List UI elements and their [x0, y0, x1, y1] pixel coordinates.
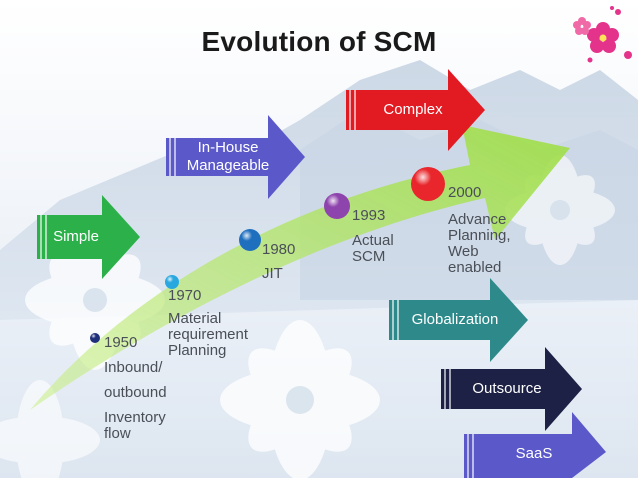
milestone-year: 1980	[262, 241, 296, 258]
pink-flower-icon	[573, 6, 632, 63]
simple-arrow	[37, 195, 140, 279]
milestone-line: Planning,	[448, 227, 511, 244]
complex-label: Complex	[383, 101, 443, 118]
milestone-year: 2000	[448, 184, 482, 201]
outsource-arrow	[441, 347, 582, 431]
outsource-label: Outsource	[472, 380, 542, 397]
milestone-description: Inbound/ outbound Inventory flow	[104, 360, 167, 442]
milestone-dot-1993	[324, 193, 350, 219]
milestone-line: Inbound/	[104, 359, 163, 376]
milestone-line: Advance	[448, 211, 507, 228]
saas-arrow	[464, 412, 606, 478]
milestone-dot-2000	[411, 167, 445, 201]
milestone-year: 1993	[352, 207, 386, 224]
milestone-line: flow	[104, 425, 131, 442]
milestone-line: requirement	[168, 326, 249, 343]
milestone-description: Actual SCM	[352, 233, 394, 265]
simple-label: Simple	[53, 228, 99, 245]
milestone-line: outbound	[104, 384, 167, 401]
in-house-label-line-2: Manageable	[186, 157, 270, 174]
milestone-line: Web	[448, 243, 479, 260]
milestone-dot-1950	[90, 333, 100, 343]
globalization-label: Globalization	[411, 311, 499, 328]
milestone-dot-1980	[239, 229, 261, 251]
in-house-label-line-1: In-House	[197, 139, 259, 156]
saas-label: SaaS	[515, 445, 553, 462]
milestone-line: enabled	[448, 259, 502, 276]
milestone-year: 1970	[168, 287, 202, 304]
milestone-line: SCM	[352, 248, 386, 265]
milestone-year: 1950	[104, 334, 138, 351]
milestone-line: Material	[168, 310, 222, 327]
slide-title: Evolution of SCM	[201, 26, 437, 57]
milestone-description: JIT	[262, 266, 283, 282]
milestone-description: Material requirement Planning	[168, 311, 248, 359]
milestone-dot-1970	[165, 275, 179, 289]
milestone-line: Actual	[352, 232, 394, 249]
milestone-line: JIT	[262, 265, 283, 282]
complex-arrow	[346, 69, 485, 151]
milestone-description: Advance Planning, Web enabled	[448, 212, 511, 276]
globalization-arrow	[389, 278, 528, 362]
milestone-line: Inventory	[104, 409, 166, 426]
in-house-label: In-House Manageable	[178, 138, 278, 176]
milestone-line: Planning	[168, 342, 227, 359]
in-house-arrow	[166, 115, 305, 199]
